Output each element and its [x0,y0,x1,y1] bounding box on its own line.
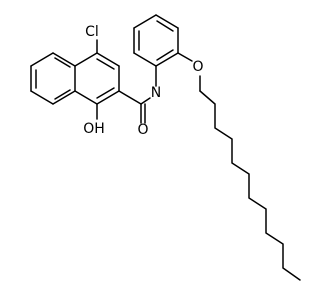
bond-c-n [140,97,151,105]
bond-double-inner [156,49,174,61]
bond [30,90,54,105]
bond [118,90,142,105]
bond-aryl-o [177,52,193,62]
bond [74,90,98,105]
bond-double-inner [54,57,71,68]
bond [96,90,120,105]
bond [52,52,76,67]
bond-double-inner [54,89,71,100]
bond [52,90,76,105]
hydroxyl-label: OH [83,121,105,137]
bond-double-inner [156,20,174,32]
amide-oxygen-label: O [137,122,148,138]
atom-labels: Cl OH N O O [83,24,203,138]
bond [96,52,120,67]
ether-oxygen-label: O [192,59,203,75]
bond [133,52,157,67]
bond-double-inner [96,58,115,70]
bond [133,14,157,29]
alkyl-chain [199,90,301,281]
bond [74,52,98,67]
amide-nitrogen-label: N [151,85,161,101]
bond [155,52,179,67]
bond [155,14,179,29]
bond [30,52,54,67]
chlorine-label: Cl [85,24,99,40]
bond-lines [30,14,301,281]
bond-double-inner [96,87,115,99]
